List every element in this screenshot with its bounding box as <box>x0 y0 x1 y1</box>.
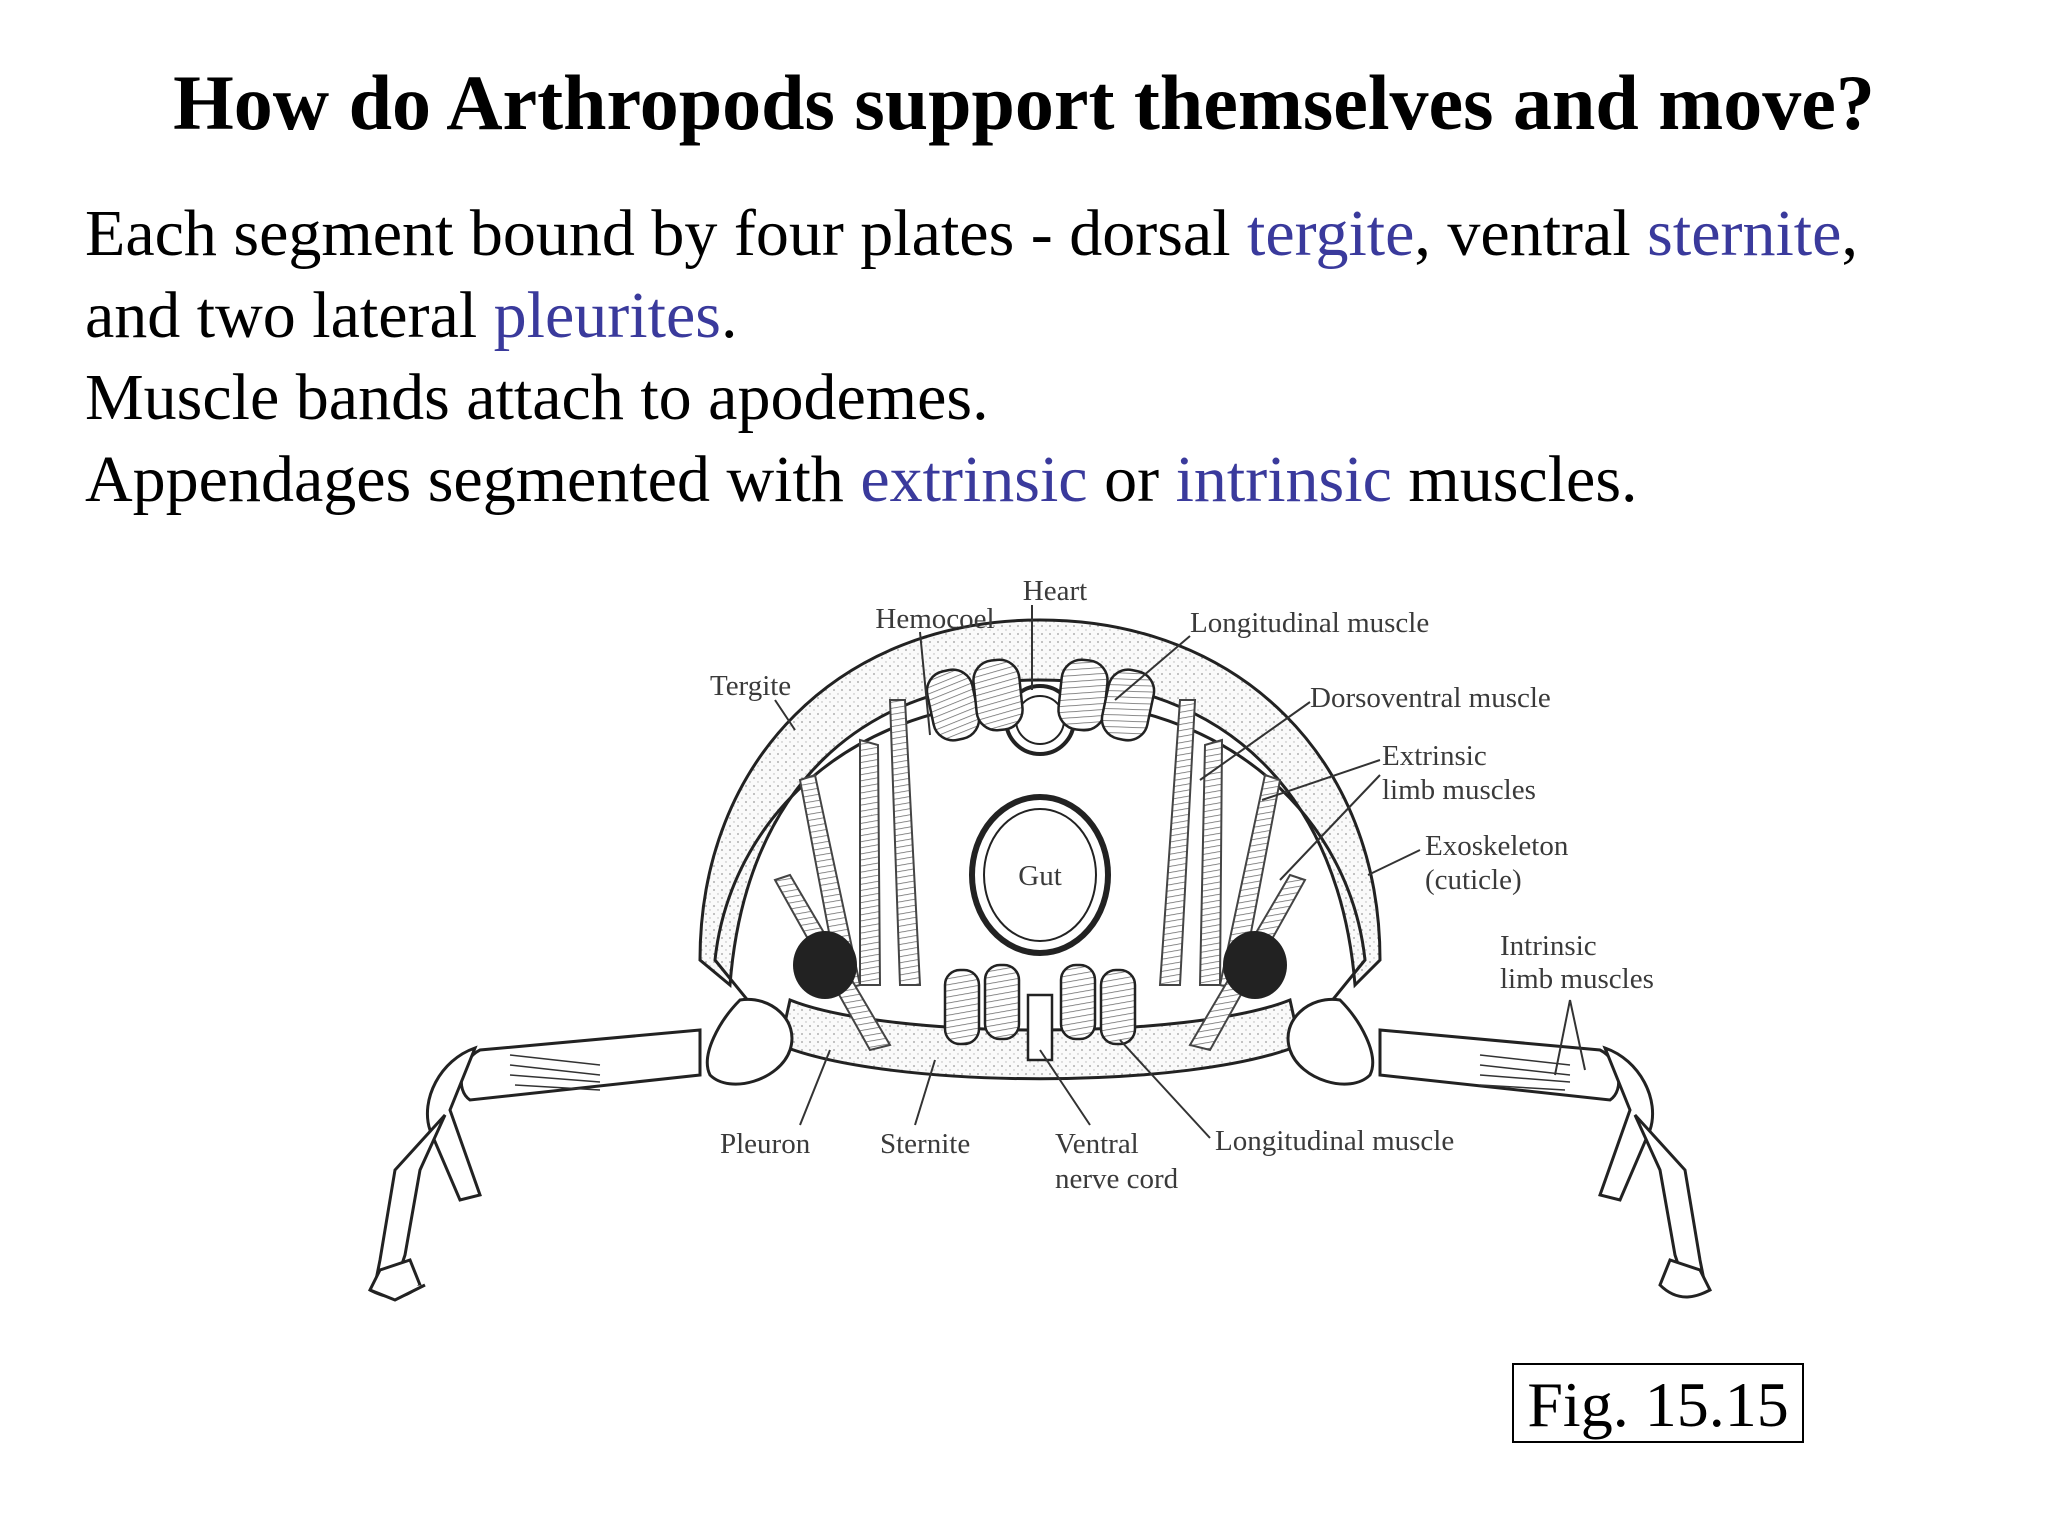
right-limb-socket <box>1223 931 1287 999</box>
figure-label: Fig. 15.15 <box>1512 1363 1804 1443</box>
text-segment: muscles. <box>1391 443 1638 516</box>
body-line-1: Each segment bound by four plates - dors… <box>85 193 1985 275</box>
term-intrinsic: intrinsic <box>1175 443 1392 516</box>
label-extrinsic-line1: Extrinsic <box>1382 740 1487 772</box>
label-longitudinal-muscle-top: Longitudinal muscle <box>1190 607 1429 639</box>
label-dorsoventral-muscle: Dorsoventral muscle <box>1310 682 1551 714</box>
body-line-4: Appendages segmented with extrinsic or i… <box>85 439 1985 521</box>
left-limb-socket <box>793 931 857 999</box>
label-extrinsic-line2: limb muscles <box>1382 774 1536 806</box>
text-segment: or <box>1087 443 1176 516</box>
term-pleurites: pleurites <box>493 279 721 352</box>
ventral-longitudinal-muscles <box>943 963 1137 1046</box>
dorsal-longitudinal-muscles <box>925 658 1156 742</box>
label-hemocoel: Hemocoel <box>875 603 994 635</box>
label-intrinsic-line2: limb muscles <box>1500 963 1654 995</box>
label-tergite: Tergite <box>710 670 791 702</box>
slide-body: Each segment bound by four plates - dors… <box>85 193 1985 521</box>
label-heart: Heart <box>1023 575 1087 607</box>
label-exoskeleton-line1: Exoskeleton <box>1425 830 1569 862</box>
slide-title: How do Arthropods support themselves and… <box>173 59 1875 146</box>
text-segment: , ventral <box>1414 197 1648 270</box>
term-tergite: tergite <box>1247 197 1415 270</box>
term-sternite: sternite <box>1647 197 1842 270</box>
ventral-nerve-cord <box>1026 993 1054 1062</box>
label-ventral-line2: nerve cord <box>1055 1163 1179 1195</box>
dorsoventral-muscles <box>859 699 1224 986</box>
exoskeleton-shell <box>698 618 1382 989</box>
text-segment: and two lateral <box>85 279 494 352</box>
text-segment: . <box>720 279 738 352</box>
left-leg <box>367 997 794 1302</box>
label-intrinsic-line1: Intrinsic <box>1500 930 1597 962</box>
body-line-3: Muscle bands attach to apodemes. <box>85 361 989 434</box>
label-ventral-line1: Ventral <box>1055 1128 1139 1160</box>
text-segment: Appendages segmented with <box>85 443 861 516</box>
label-sternite: Sternite <box>880 1128 970 1160</box>
label-exoskeleton-line2: (cuticle) <box>1425 864 1522 896</box>
body-line-2: and two lateral pleurites. <box>85 275 1985 357</box>
label-longitudinal-muscle-bottom: Longitudinal muscle <box>1215 1125 1454 1157</box>
text-segment: , <box>1841 197 1858 270</box>
term-extrinsic: extrinsic <box>860 443 1088 516</box>
text-segment: Each segment bound by four plates - dors… <box>85 197 1248 270</box>
label-pleuron: Pleuron <box>720 1128 811 1160</box>
leader-lines <box>774 605 1586 1139</box>
right-leg <box>1286 997 1713 1299</box>
label-gut: Gut <box>1018 860 1062 892</box>
